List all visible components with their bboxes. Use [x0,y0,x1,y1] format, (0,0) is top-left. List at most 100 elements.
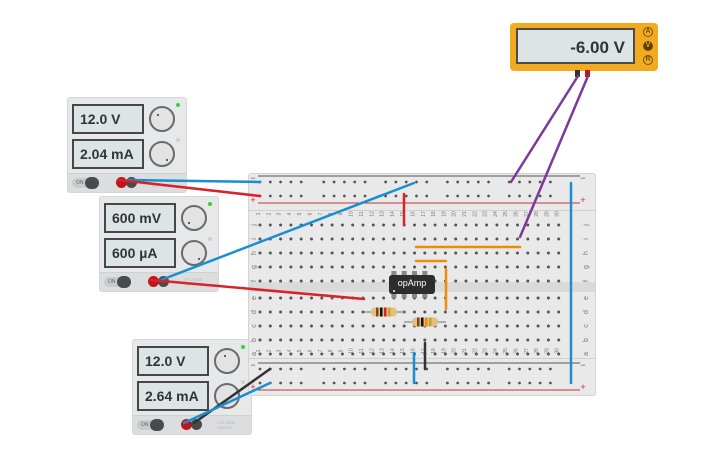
voltage-knob[interactable] [149,106,175,132]
breadboard-hole [557,324,561,328]
rail-hole [487,194,490,198]
rail-hole [404,180,408,184]
breadboard-hole [402,324,406,328]
breadboard-hole [474,237,478,241]
breadboard-hole [402,265,406,269]
meter-probe-positive[interactable] [585,70,590,77]
multimeter[interactable]: -6.00 V A V R [510,23,658,71]
wire-meter-negative[interactable] [509,74,580,184]
column-number: 28 [534,348,540,354]
resistor-band [421,317,424,327]
breadboard-hole [536,223,540,227]
current-knob[interactable] [181,240,207,266]
positive-terminal[interactable] [116,177,127,188]
breadboard-hole [464,352,468,356]
column-number: 26 [514,211,520,217]
breadboard-hole [516,296,519,300]
breadboard-hole [536,279,540,283]
current-display: 2.64 mA [137,381,209,411]
rail-hole [394,367,398,371]
wire-psu3-negative[interactable] [192,367,272,425]
breadboard-hole [526,223,530,227]
multimeter-display: -6.00 V [516,28,635,64]
power-switch[interactable]: ON [137,419,164,431]
chip-pin [422,292,428,298]
mode-ammeter-button[interactable]: A [643,27,653,37]
positive-terminal[interactable] [181,419,192,430]
breadboard-hole [330,223,334,227]
row-label: b [583,338,590,342]
power-supply-1[interactable]: 12.0 V 2.04 mA ON VOLTAGE SUPPLY [67,97,187,193]
breadboard-hole [310,352,313,356]
wire-psu1-positive[interactable] [117,178,262,198]
rail-hole [279,381,282,385]
breadboard-hole [258,265,262,269]
breadboard-hole [423,223,427,227]
column-number: 6 [308,212,314,215]
rail-hole [466,180,470,184]
breadboard-hole [279,296,283,300]
power-switch[interactable]: ON [72,177,99,189]
rail-hole [538,194,542,198]
breadboard-hole [546,223,550,227]
breadboard-hole [474,251,478,255]
breadboard-hole [371,352,375,356]
current-knob[interactable] [149,141,175,167]
negative-terminal[interactable] [191,419,202,430]
row-label: a [251,352,258,356]
breadboard-hole [320,223,324,227]
wire-psu2-negative[interactable] [159,181,416,282]
rail-hole [415,381,418,385]
current-display: 600 µA [104,238,176,268]
breadboard-hole [279,324,283,328]
opamp-chip[interactable]: opAmp [389,275,435,294]
wire-psu3-positive[interactable] [182,381,272,425]
mode-ohmmeter-button[interactable]: R [643,55,653,65]
resistor-1[interactable] [364,307,404,317]
wire-psu2-positive[interactable] [149,278,366,301]
breadboard-hole [258,237,262,241]
power-supply-2[interactable]: 600 mV 600 µA ON VOLTAGE SUPPLY [99,196,219,292]
meter-probe-negative[interactable] [575,70,580,77]
mode-voltmeter-button[interactable]: V [643,41,653,51]
breadboard-hole [268,352,272,356]
breadboard-hole [485,251,489,255]
positive-terminal[interactable] [148,276,159,287]
breadboard-hole [258,352,262,356]
rail-hole [384,381,387,385]
breadboard-hole [320,279,324,283]
breadboard-hole [351,352,355,356]
breadboard-hole [351,310,355,314]
breadboard-hole [340,324,344,328]
breadboard-hole [392,352,396,356]
breadboard-hole [474,296,478,300]
breadboard-hole [382,324,386,328]
breadboard-hole [526,296,530,300]
column-number: 22 [472,348,478,354]
breadboard-hole [557,296,561,300]
voltage-knob[interactable] [214,348,240,374]
resistor-2[interactable] [404,317,446,327]
breadboard-hole [433,265,437,269]
chip-label: opAmp [397,278,427,288]
voltage-knob[interactable] [181,205,207,231]
row-label: f [251,280,258,282]
current-knob[interactable] [214,383,240,409]
breadboard-hole [433,237,437,241]
breadboard-hole [526,265,530,269]
breadboard-hole [443,251,447,255]
wire-meter-positive[interactable] [518,74,590,239]
column-number: 25 [503,348,509,354]
power-switch[interactable]: ON [104,276,131,288]
breadboard-hole [423,251,427,255]
breadboard-hole [310,251,313,255]
row-label: d [583,310,590,314]
wire-psu1-negative[interactable] [127,178,262,184]
rail-hole [456,367,460,371]
rail-hole [518,381,521,385]
chip-pin [391,271,397,277]
column-number: 9 [338,212,344,215]
breadboard-hole [526,352,530,356]
breadboard-hole [299,279,303,283]
chip-pin [412,271,417,277]
